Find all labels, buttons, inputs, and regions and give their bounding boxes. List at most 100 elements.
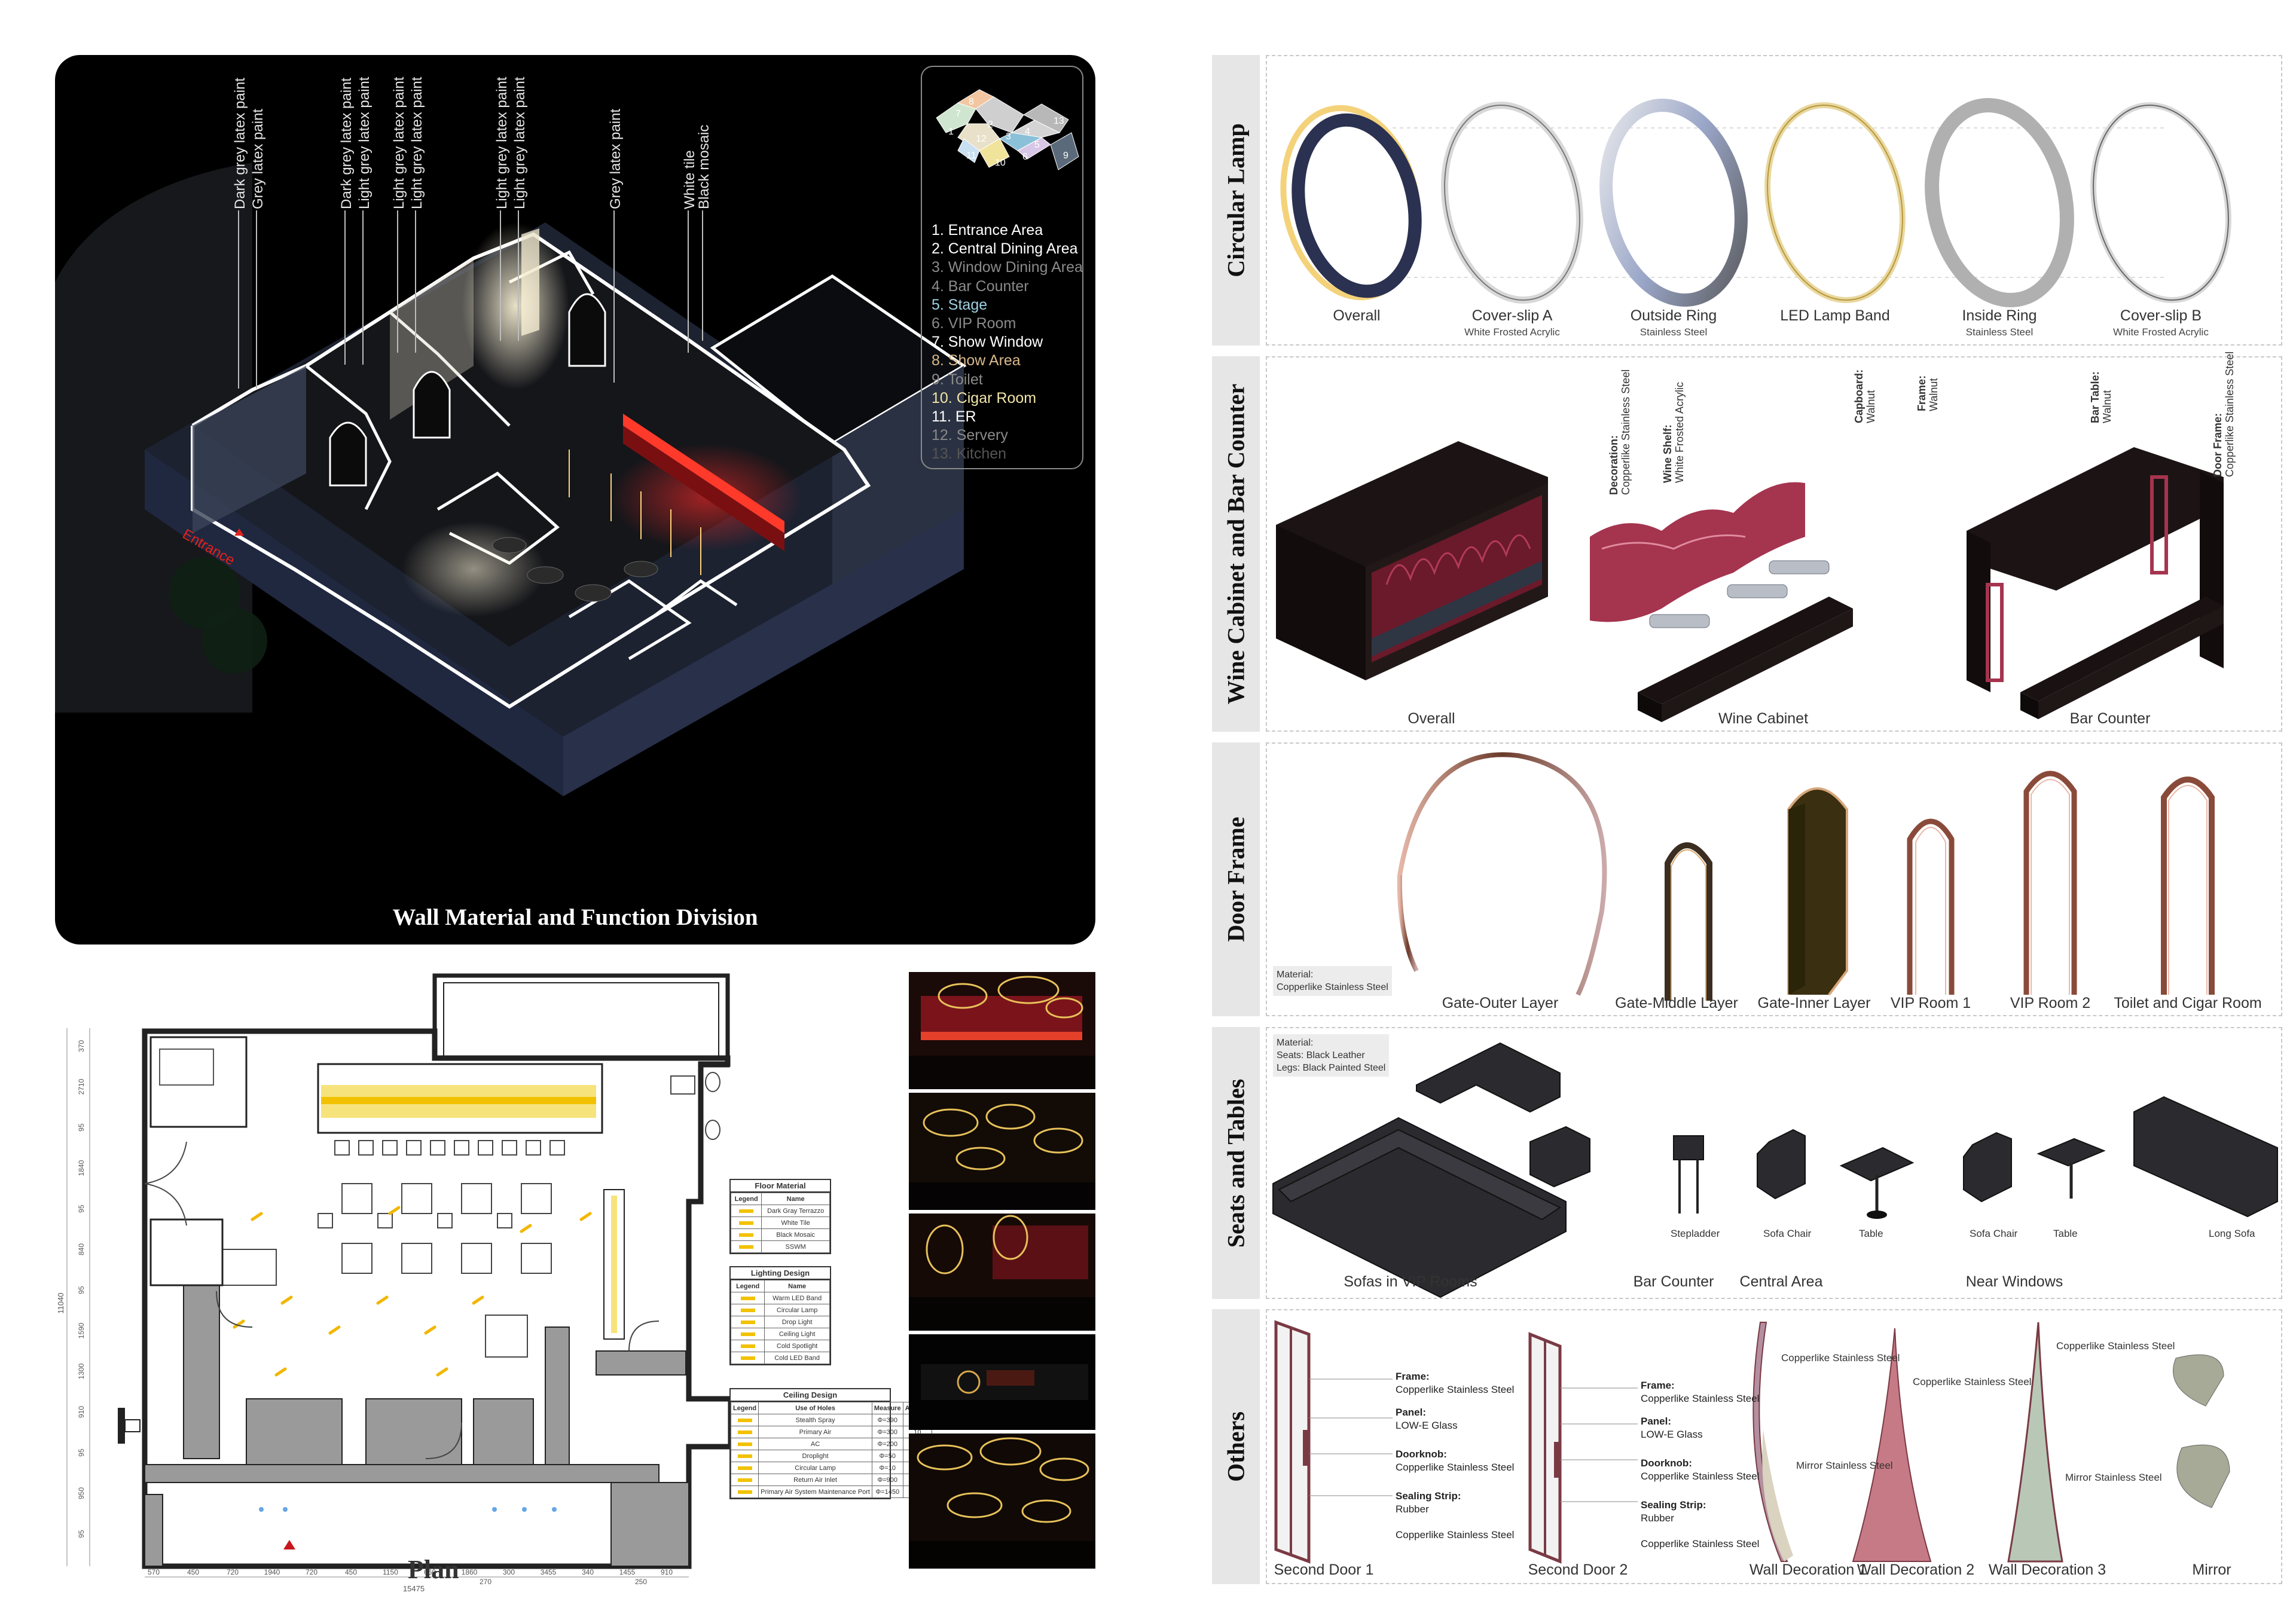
spec-material: Copperlike Stainless Steel	[1396, 1462, 1515, 1473]
plan-title: Plan	[408, 1555, 459, 1584]
table-cell: Φ=10	[871, 1462, 903, 1474]
others-caption: Mirror	[2192, 1561, 2231, 1578]
table-cell: Primary Air	[758, 1426, 872, 1438]
lamp-part-material: White Frosted Acrylic	[1464, 326, 1560, 338]
table-row: Cold Spotlight	[730, 1340, 830, 1352]
seat-caption: Central Area	[1739, 1273, 1823, 1290]
others-caption: Wall Decoration 3	[1988, 1561, 2106, 1578]
circular-lamp-heading: Circular Lamp	[1222, 123, 1250, 277]
table-row: Dark Gray Terrazzo	[730, 1205, 830, 1217]
note-line: Legs: Black Painted Steel	[1277, 1063, 1386, 1073]
legend-swatch	[730, 1217, 762, 1229]
dimension-value: 270	[480, 1578, 491, 1586]
dimension-value: 910	[661, 1568, 673, 1576]
spec-name: Frame:	[1641, 1380, 1675, 1391]
lamp-part-material: White Frosted Acrylic	[2113, 326, 2209, 338]
ceiling-design-title: Ceiling Design	[731, 1389, 890, 1402]
table-header: Name	[764, 1280, 830, 1292]
render-show-area	[909, 1434, 1095, 1569]
table-row: Cold LED Band	[730, 1352, 830, 1364]
function-area-item: 4. Bar Counter	[932, 277, 1029, 295]
others-caption: Wall Decoration 1	[1749, 1561, 1867, 1578]
dimension-value: 450	[187, 1568, 199, 1576]
material-leader-line	[344, 210, 346, 365]
table-cell: Φ=900	[871, 1474, 903, 1486]
spec-item: Frame:Copperlike Stainless Steel	[1396, 1370, 1514, 1396]
others-heading: Others	[1222, 1411, 1250, 1482]
table-cell: Circular Lamp	[764, 1304, 830, 1316]
material-label: Light grey latex paint	[356, 77, 373, 209]
material-leader-line	[256, 210, 257, 389]
legend-swatch	[730, 1414, 759, 1426]
spec-item: Sealing Strip:Rubber	[1396, 1490, 1461, 1516]
part-material: White Frosted Acrylic	[1674, 381, 1686, 483]
others-caption: Second Door 2	[1528, 1561, 1628, 1578]
dimension-value: 1455	[619, 1568, 636, 1576]
legend-swatch	[730, 1205, 762, 1217]
wine-part-label: Wine Shelf:White Frosted Acrylic	[1662, 382, 1686, 483]
seat-item-label: Stepladder	[1671, 1228, 1720, 1239]
legend-swatch	[730, 1462, 759, 1474]
dimension-value: 95	[77, 1205, 86, 1213]
wine-caption: Wine Cabinet	[1718, 710, 1809, 727]
dimension-value: 3455	[541, 1568, 557, 1576]
table-cell: Φ=1450	[871, 1486, 903, 1498]
decoration-label: Copperlike Stainless Steel	[1781, 1352, 1900, 1364]
dimension-value: 95	[77, 1530, 86, 1538]
axonometric-drawing	[55, 163, 967, 796]
dimension-value: 1590	[77, 1322, 86, 1338]
spec-item: Panel:LOW-E Glass	[1396, 1406, 1458, 1432]
wine-part-label: Door Frame:Copperlike Stainless Steel	[2212, 352, 2236, 477]
others-views	[1274, 1320, 2230, 1564]
tab-circular-lamp: Circular Lamp	[1212, 55, 1260, 346]
function-area-item: 5. Stage	[932, 296, 988, 313]
spec-material: Copperlike Stainless Steel	[1641, 1393, 1760, 1404]
legend-swatch	[730, 1352, 765, 1364]
table-cell: Drop Light	[764, 1316, 830, 1328]
dimension-value: 250	[635, 1578, 647, 1586]
dimension-value: 570	[148, 1568, 160, 1576]
table-cell: Φ=300	[871, 1426, 903, 1438]
minimap-number: 2	[988, 120, 993, 130]
door-frame-row: Material: Copperlike Stainless Steel Gat…	[1266, 742, 2282, 1016]
spec-material: Copperlike Stainless Steel	[1641, 1471, 1760, 1482]
spec-material: LOW-E Glass	[1396, 1420, 1458, 1431]
dimension-value: 450	[345, 1568, 357, 1576]
material-leader-line	[238, 210, 239, 389]
table-header: Legend	[730, 1193, 762, 1205]
legend-swatch	[730, 1228, 762, 1241]
dimension-value: 95	[77, 1448, 86, 1457]
seat-item-label: Table	[2053, 1228, 2078, 1239]
part-material: Walnut	[1928, 378, 1940, 411]
part-material: Walnut	[2101, 390, 2113, 423]
dimension-value: 840	[77, 1243, 86, 1255]
table-header: Legend	[730, 1280, 765, 1292]
table-row: Circular Lamp	[730, 1304, 830, 1316]
decoration-label: Copperlike Stainless Steel	[2056, 1340, 2175, 1352]
part-material: Walnut	[1865, 390, 1877, 423]
minimap-number: 10	[995, 158, 1006, 168]
table-cell: Primary Air System Maintenance Port	[758, 1486, 872, 1498]
tab-wine-cabinet: Wine Cabinet and Bar Counter	[1212, 356, 1260, 732]
lamp-part-name: Outside Ring	[1630, 307, 1717, 324]
spec-name: Sealing Strip:	[1396, 1490, 1461, 1502]
decoration-label: Copperlike Stainless Steel	[1913, 1376, 2032, 1387]
seat-item-label: Long Sofa	[2209, 1228, 2255, 1239]
material-leader-line	[500, 210, 501, 341]
table-cell: Circular Lamp	[758, 1462, 872, 1474]
dimension-value: 300	[503, 1568, 515, 1576]
spec-material: Copperlike Stainless Steel	[1396, 1384, 1515, 1395]
plan-entrance-icon	[283, 1540, 295, 1549]
door-frame-caption: VIP Room 2	[2010, 995, 2091, 1011]
function-area-item: 6. VIP Room	[932, 315, 1016, 332]
minimap-number: 7	[955, 109, 961, 119]
